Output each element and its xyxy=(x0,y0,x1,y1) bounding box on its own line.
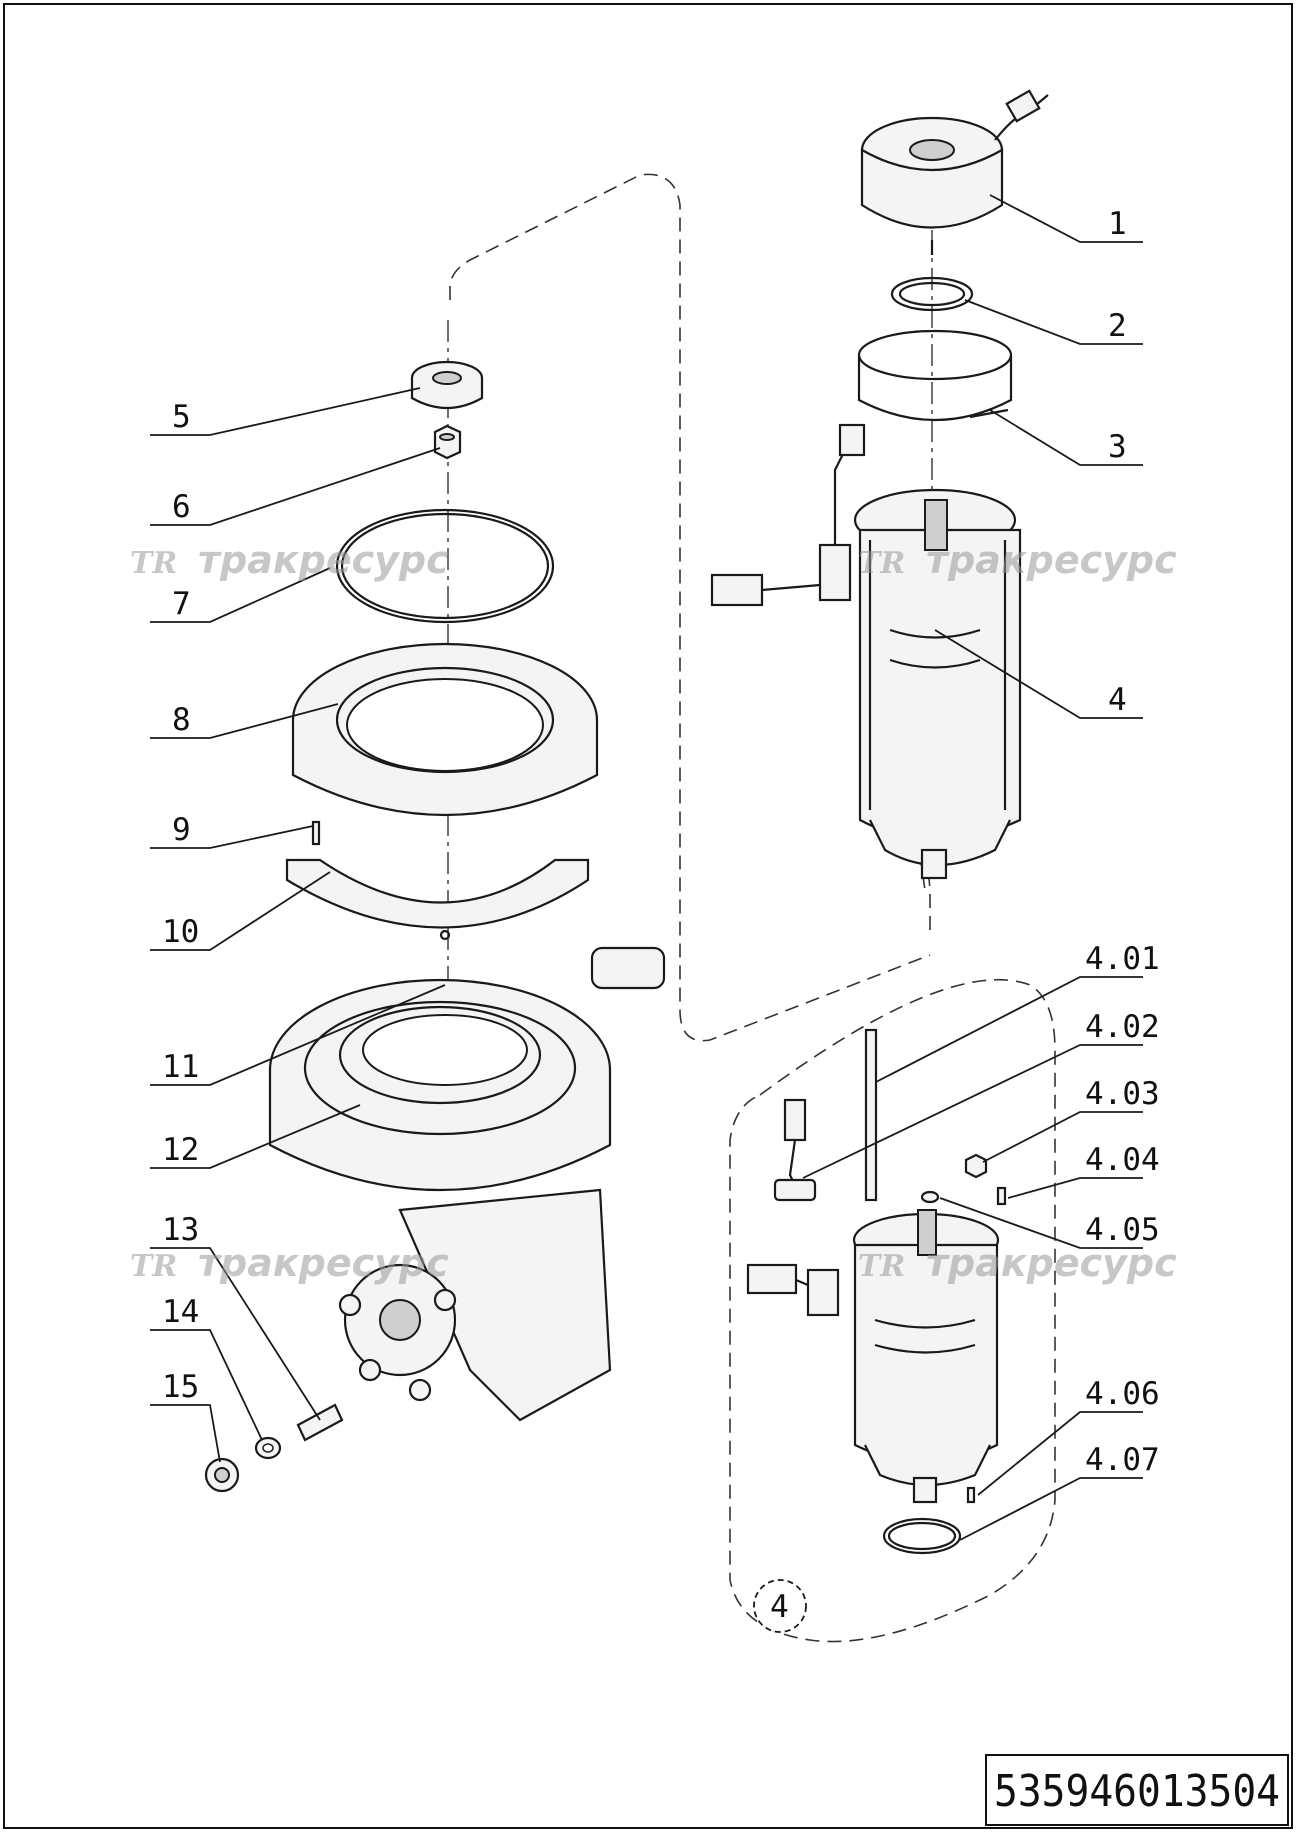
callout-15: 15 xyxy=(162,1369,199,1405)
document-number-box: 535946013504 xyxy=(985,1754,1289,1826)
watermark-top-right: TR тракресурс xyxy=(858,538,1177,582)
assembly-boundary-upper xyxy=(449,173,931,1042)
watermark-text: тракресурс xyxy=(926,1241,1177,1285)
callout-14: 14 xyxy=(162,1294,199,1330)
part-5-gear xyxy=(410,360,484,409)
part-15-flange-nut xyxy=(204,1457,240,1493)
watermark-logo: TR xyxy=(130,1249,177,1284)
detail-marker: 4 xyxy=(753,1579,807,1633)
detail-marker-label: 4 xyxy=(770,1589,789,1625)
callout-13: 13 xyxy=(162,1212,199,1248)
watermark-text: тракресурс xyxy=(198,538,449,582)
part-4-detail-motor xyxy=(746,1209,1000,1504)
part-9-pin xyxy=(311,820,321,846)
part-8-flange-ring xyxy=(291,642,599,816)
part-10-half-ring xyxy=(285,858,590,941)
part-3-clamp-band xyxy=(857,329,1013,421)
callout-5: 5 xyxy=(172,399,191,435)
part-2-seal-ring xyxy=(890,276,974,312)
part-4.03-nut xyxy=(964,1153,988,1179)
callout-9: 9 xyxy=(172,812,191,848)
callout-6: 6 xyxy=(172,489,191,525)
callout-10: 10 xyxy=(162,914,199,950)
watermark-top-left: TR тракресурс xyxy=(130,538,449,582)
part-4.04-pin xyxy=(996,1186,1007,1206)
part-1-encoder-cap xyxy=(860,89,1049,255)
part-4.06-pin xyxy=(966,1486,976,1504)
callout-7: 7 xyxy=(172,586,191,622)
watermark-bottom-left: TR тракресурс xyxy=(130,1241,449,1285)
callout-4.05: 4.05 xyxy=(1085,1212,1160,1248)
callout-4.01: 4.01 xyxy=(1085,941,1160,977)
callout-4.04: 4.04 xyxy=(1085,1142,1160,1178)
callout-2: 2 xyxy=(1108,308,1127,344)
part-4.02-sensor-cable xyxy=(773,1098,817,1202)
callout-4.06: 4.06 xyxy=(1085,1376,1160,1412)
callout-1: 1 xyxy=(1108,206,1127,242)
part-4.01-rod xyxy=(864,1028,878,1202)
detail-4-boundary xyxy=(729,978,1056,1643)
watermark-logo: TR xyxy=(130,546,177,581)
watermark-logo: TR xyxy=(858,546,905,581)
part-11-12-gearbox-housing xyxy=(268,946,666,1422)
part-4.07-o-ring xyxy=(882,1517,962,1555)
callout-12: 12 xyxy=(162,1132,199,1168)
callout-4.07: 4.07 xyxy=(1085,1442,1160,1478)
callout-4: 4 xyxy=(1108,682,1127,718)
part-14-washer xyxy=(254,1436,282,1460)
part-4-motor-assembly xyxy=(710,423,1022,880)
watermark-text: тракресурс xyxy=(926,538,1177,582)
watermark-logo: TR xyxy=(858,1249,905,1284)
part-6-nut xyxy=(433,424,462,460)
leader-lines xyxy=(150,194,1143,1541)
part-4.05-nut xyxy=(920,1190,940,1204)
watermark-text: тракресурс xyxy=(198,1241,449,1285)
callout-3: 3 xyxy=(1108,429,1127,465)
callout-labels: 1 2 3 4 5 6 7 8 9 10 11 12 13 14 15 4.01… xyxy=(162,206,1160,1478)
document-number: 535946013504 xyxy=(994,1766,1280,1817)
callout-8: 8 xyxy=(172,702,191,738)
callout-4.02: 4.02 xyxy=(1085,1009,1160,1045)
frame-border xyxy=(3,3,1293,1829)
callout-4.03: 4.03 xyxy=(1085,1076,1160,1112)
part-7-o-ring xyxy=(335,508,555,624)
watermark-bottom-right: TR тракресурс xyxy=(858,1241,1177,1285)
callout-11: 11 xyxy=(162,1049,199,1085)
part-13-sleeve xyxy=(296,1403,344,1442)
